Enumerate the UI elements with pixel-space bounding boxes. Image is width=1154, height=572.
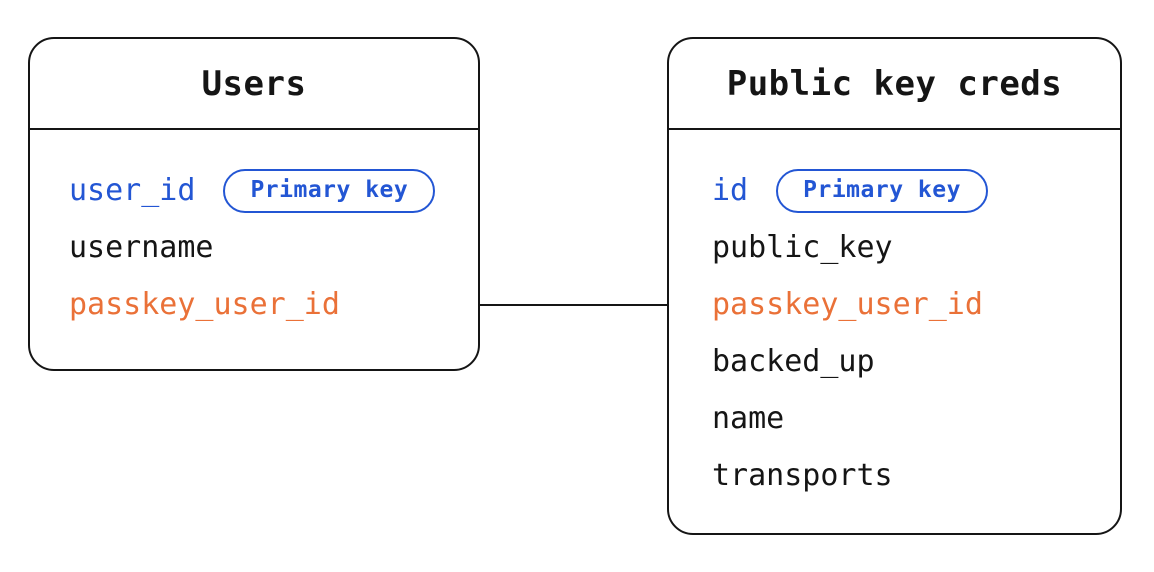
- table-header-public-key-creds: Public key creds: [669, 39, 1120, 130]
- table-card-public-key-creds[interactable]: Public key creds id Primary key public_k…: [667, 37, 1122, 535]
- field-name: passkey_user_id: [712, 286, 983, 322]
- field-name: backed_up: [712, 343, 875, 379]
- field-row: backed_up: [712, 333, 1104, 390]
- field-row: transports: [712, 447, 1104, 504]
- field-row: name: [712, 390, 1104, 447]
- table-card-users[interactable]: Users user_id Primary key username passk…: [28, 37, 480, 371]
- field-row: user_id Primary key: [69, 162, 462, 219]
- relationship-line: [480, 304, 667, 306]
- field-row: username: [69, 219, 462, 276]
- field-name: name: [712, 400, 785, 436]
- table-title: Public key creds: [726, 63, 1063, 104]
- table-body-users: user_id Primary key username passkey_use…: [30, 130, 478, 333]
- field-name: public_key: [712, 229, 893, 265]
- field-name: user_id: [69, 172, 196, 208]
- primary-key-badge: Primary key: [776, 168, 988, 213]
- field-row: id Primary key: [712, 162, 1104, 219]
- table-title: Users: [201, 63, 307, 104]
- field-name: id: [712, 172, 749, 208]
- field-row: public_key: [712, 219, 1104, 276]
- field-name: passkey_user_id: [69, 286, 340, 322]
- field-row: passkey_user_id: [69, 276, 462, 333]
- field-name: username: [69, 229, 214, 265]
- table-body-public-key-creds: id Primary key public_key passkey_user_i…: [669, 130, 1120, 504]
- field-row: passkey_user_id: [712, 276, 1104, 333]
- field-name: transports: [712, 457, 893, 493]
- primary-key-badge: Primary key: [223, 168, 436, 213]
- table-header-users: Users: [30, 39, 478, 130]
